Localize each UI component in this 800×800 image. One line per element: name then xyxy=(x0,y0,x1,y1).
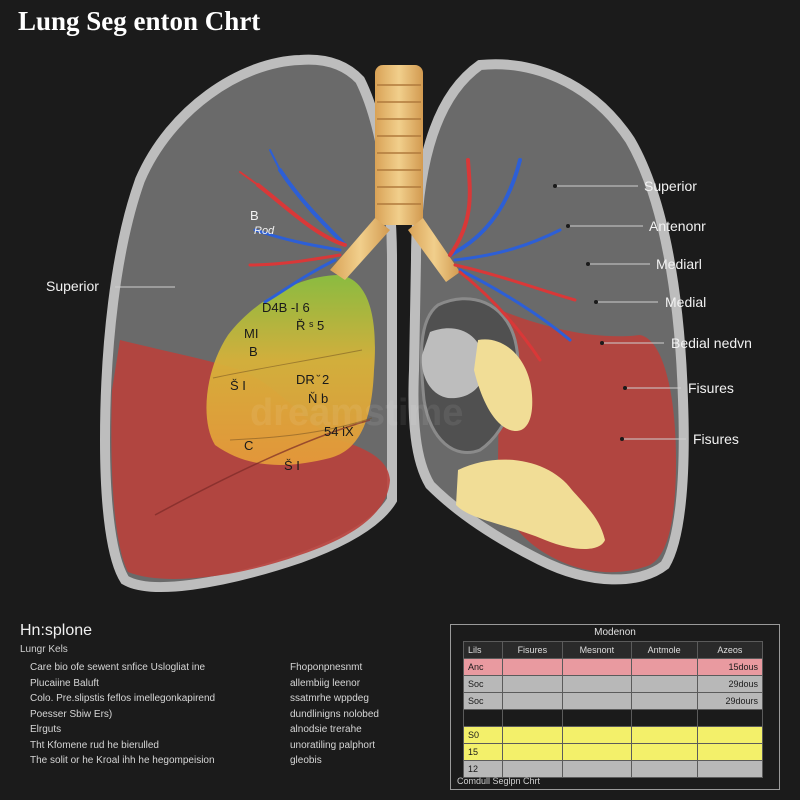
segment-label: B xyxy=(249,344,258,359)
table-cell: 15 xyxy=(464,744,503,761)
segment-label: DR ̆ 2 xyxy=(296,372,329,387)
table-cell xyxy=(502,693,563,710)
table-cell: 29dous xyxy=(697,676,762,693)
table-cell: Anc xyxy=(464,659,503,676)
table-cell xyxy=(563,761,631,778)
legend-line: Plucaiine Baluft xyxy=(30,676,285,692)
legend-line: gleobis xyxy=(290,753,440,769)
table-cell: S0 xyxy=(464,727,503,744)
legend-line: unoratiling palphort xyxy=(290,738,440,754)
table-cell: 15dous xyxy=(697,659,762,676)
table-cell xyxy=(563,744,631,761)
segment-label: S̆ I xyxy=(230,378,246,393)
legend-line: Elrguts xyxy=(30,722,285,738)
legend-line: ssatmrhe wppdeg xyxy=(290,691,440,707)
table-cell: 29dours xyxy=(697,693,762,710)
table-cell xyxy=(697,710,762,727)
table-header-cell: Mesnont xyxy=(563,642,631,659)
legend-line: Colo. Pre.slipstis feflos imellegonkapir… xyxy=(30,691,285,707)
table-cell xyxy=(502,676,563,693)
label-right-fisures-1: Fisures xyxy=(688,380,734,396)
legend-line: Tht Kfomene rud he bierulled xyxy=(30,738,285,754)
legend-panel: Hn:splone Lungr Kels Care bio ofe sewent… xyxy=(20,622,440,792)
table-header-cell: Fisures xyxy=(502,642,563,659)
table-header-cell: Antmole xyxy=(631,642,697,659)
table-cell xyxy=(697,761,762,778)
legend-line: allembiig leenor xyxy=(290,676,440,692)
table-cell xyxy=(502,659,563,676)
segment-label: S̆ I xyxy=(284,458,300,473)
label-right-bedial: Bedial nedvn xyxy=(671,335,752,351)
table-cell xyxy=(502,710,563,727)
table-cell xyxy=(631,761,697,778)
table-title: Modenon xyxy=(451,627,779,638)
table-cell xyxy=(631,693,697,710)
bronchus-label-rod: Rod xyxy=(254,225,275,237)
table-row: Soc 29dous xyxy=(464,676,763,693)
table-cell xyxy=(697,727,762,744)
legend-line: The solit or he Kroal ihh he hegompeisio… xyxy=(30,753,285,769)
legend-line: Fhoponpnesnmt xyxy=(290,660,440,676)
table-cell xyxy=(697,744,762,761)
table-footer: Comdull Seglpn Chrt xyxy=(457,776,540,786)
table-cell: Soc xyxy=(464,676,503,693)
legend-line: Care bio ofe sewent snfice Uslogliat ine xyxy=(30,660,285,676)
table-cell xyxy=(563,693,631,710)
table-header-cell: Lils xyxy=(464,642,503,659)
label-right-superior: Superior xyxy=(644,178,697,194)
segment-label: R̆ ˢ 5 xyxy=(296,318,324,333)
watermark: dreamstime xyxy=(250,392,463,434)
table-row: 12 xyxy=(464,761,763,778)
label-right-fisures-2: Fisures xyxy=(693,431,739,447)
table-cell xyxy=(631,659,697,676)
legend-left-column: Care bio ofe sewent snfice Uslogliat ine… xyxy=(30,660,285,769)
table-cell xyxy=(563,727,631,744)
table-row: S0 xyxy=(464,727,763,744)
segment-label: D4B -I 6 xyxy=(262,300,310,315)
table-cell xyxy=(563,710,631,727)
table-row: Anc 15dous xyxy=(464,659,763,676)
label-left-superior: Superior xyxy=(46,278,99,294)
label-right-antenonr: Antenonr xyxy=(649,218,706,234)
legend-line: dundlinigns nolobed xyxy=(290,707,440,723)
table-cell xyxy=(631,710,697,727)
legend-line: Poesser Sbiw Ers) xyxy=(30,707,285,723)
legend-heading: Hn:splone xyxy=(20,622,92,640)
legend-line: alnodsie trerahe xyxy=(290,722,440,738)
lung-diagram: dreamstime B Rod Superior D4B -I 6 MI R̆… xyxy=(0,40,800,610)
legend-subheading: Lungr Kels xyxy=(20,644,68,655)
table-cell xyxy=(631,744,697,761)
table-cell: 12 xyxy=(464,761,503,778)
table-row xyxy=(464,710,763,727)
segment-label: N̆ b xyxy=(308,391,328,406)
table-cell xyxy=(464,710,503,727)
segment-label: 54 iX xyxy=(324,424,354,439)
bronchus-label-b: B xyxy=(250,208,259,223)
table-cell xyxy=(502,761,563,778)
segment-label: C xyxy=(244,438,253,453)
table-cell: Soc xyxy=(464,693,503,710)
table-cell xyxy=(563,659,631,676)
table-cell xyxy=(631,727,697,744)
table-cell xyxy=(502,744,563,761)
table-header-cell: Azeos xyxy=(697,642,762,659)
page-title: Lung Seg enton Chrt xyxy=(18,6,260,37)
table-row: Soc 29dours xyxy=(464,693,763,710)
label-right-mediarl: Mediarl xyxy=(656,256,702,272)
segment-label: MI xyxy=(244,326,258,341)
table-cell xyxy=(631,676,697,693)
table-cell xyxy=(563,676,631,693)
table-cell xyxy=(502,727,563,744)
table-row: 15 xyxy=(464,744,763,761)
label-right-medial: Medial xyxy=(665,294,706,310)
